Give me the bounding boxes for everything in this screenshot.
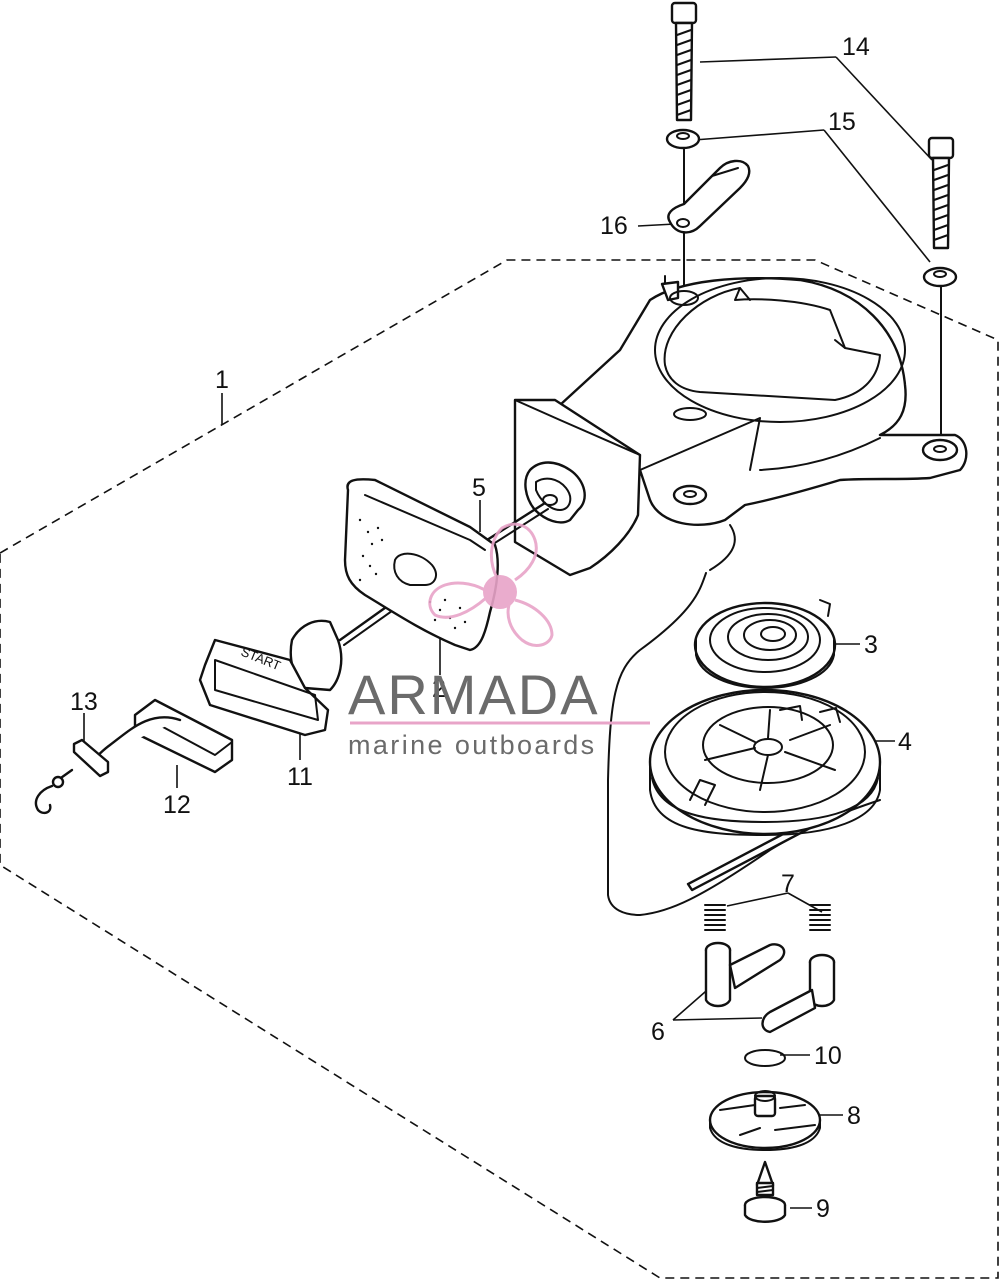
center-screw [743, 1160, 787, 1223]
rope-reel [648, 688, 882, 836]
callout-1: 1 [215, 366, 229, 394]
lock-plate [667, 159, 751, 234]
ratchet-plate [708, 1090, 822, 1151]
callout-11: 11 [287, 763, 313, 791]
pawl-spring-left [704, 904, 726, 931]
washer-right [922, 266, 958, 288]
watermark-tagline: marine outboards [348, 730, 597, 760]
callout-6: 6 [651, 1018, 665, 1046]
callout-16: 16 [600, 212, 628, 240]
rope-grommet [343, 478, 499, 652]
callout-9: 9 [816, 1195, 830, 1223]
pawl-spring-right [809, 904, 831, 931]
callout-15: 15 [828, 108, 856, 136]
callout-12: 12 [163, 791, 191, 819]
hook [34, 768, 74, 815]
washer-left [665, 128, 701, 150]
callout-4: 4 [898, 728, 912, 756]
recoil-spring [693, 599, 837, 689]
pawl-left [704, 941, 786, 1008]
callout-10: 10 [814, 1042, 842, 1070]
bolt-left [670, 1, 698, 122]
assembly-boundary [0, 259, 999, 1279]
handle-insert [133, 698, 234, 774]
callout-labels: 1 2 3 4 5 6 7 8 9 10 11 12 13 14 15 16 [70, 33, 912, 1223]
callout-2: 2 [432, 675, 446, 703]
rope-guide [513, 398, 642, 577]
callout-7: 7 [781, 870, 795, 898]
propeller-icon [428, 522, 554, 647]
starter-handle: START [198, 619, 343, 737]
leader-lines [83, 56, 933, 1209]
callout-5: 5 [472, 474, 486, 502]
watermark-brand: ARMADA [348, 663, 600, 726]
bolt-right [927, 136, 955, 250]
callout-8: 8 [847, 1102, 861, 1130]
circlip [744, 1049, 786, 1067]
callout-13: 13 [70, 688, 98, 716]
pawl-right [761, 953, 836, 1034]
callout-14: 14 [842, 33, 870, 61]
rope-clip [72, 738, 110, 778]
callout-3: 3 [864, 631, 878, 659]
